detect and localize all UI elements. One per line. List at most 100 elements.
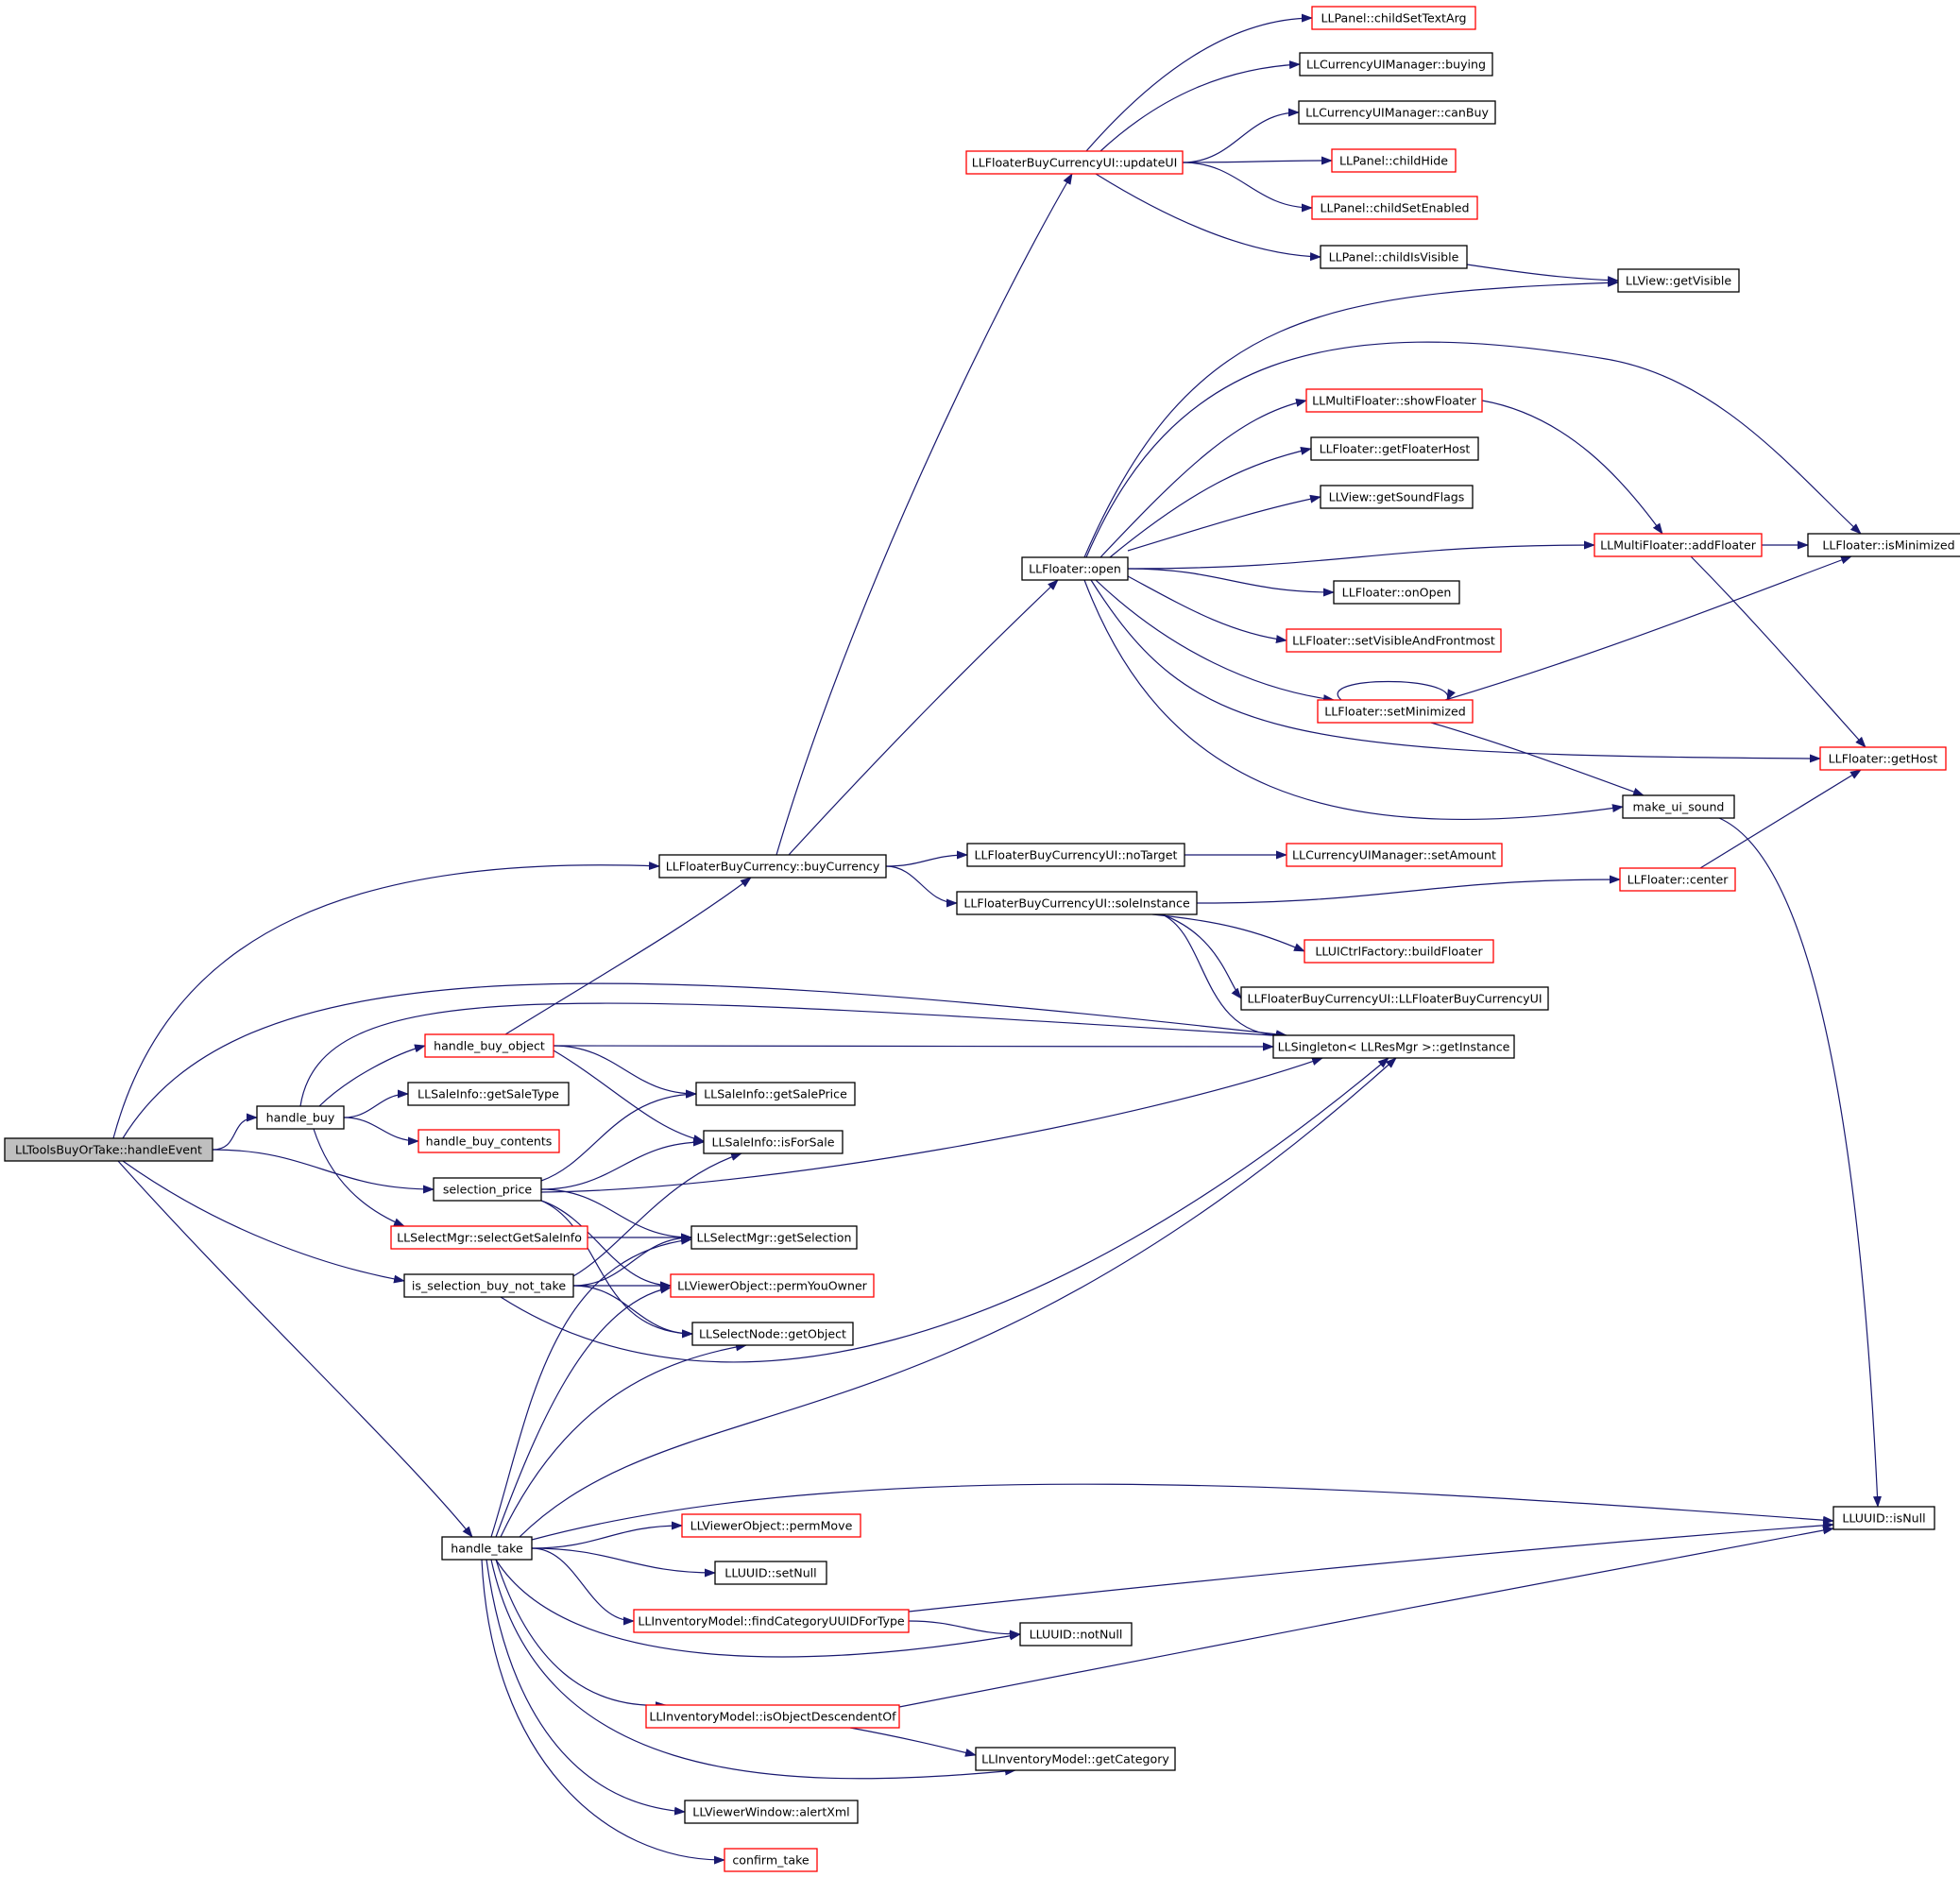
node-box[interactable] bbox=[1286, 628, 1502, 653]
node-box[interactable] bbox=[256, 1105, 345, 1130]
graph-node-childSetTextArg[interactable]: LLPanel::childSetTextArg bbox=[1311, 6, 1476, 30]
graph-node-getSaleType[interactable]: LLSaleInfo::getSaleType bbox=[407, 1082, 570, 1106]
graph-node-buildFloater[interactable]: LLUICtrlFactory::buildFloater bbox=[1304, 939, 1494, 964]
graph-node-ctor[interactable]: LLFloaterBuyCurrencyUI::LLFloaterBuyCurr… bbox=[1240, 986, 1549, 1011]
graph-node-isObjDesc[interactable]: LLInventoryModel::isObjectDescendentOf bbox=[645, 1704, 900, 1729]
node-box[interactable] bbox=[965, 150, 1184, 175]
node-box[interactable] bbox=[975, 1747, 1176, 1771]
node-box[interactable] bbox=[1619, 867, 1736, 892]
graph-node-getInstance[interactable]: LLSingleton< LLResMgr >::getInstance bbox=[1272, 1034, 1515, 1059]
node-box[interactable] bbox=[1807, 533, 1960, 557]
graph-node-getSoundFlags[interactable]: LLView::getSoundFlags bbox=[1320, 485, 1474, 509]
graph-node-setMinimized[interactable]: LLFloater::setMinimized bbox=[1317, 699, 1474, 724]
node-box[interactable] bbox=[4, 1137, 213, 1162]
node-box[interactable] bbox=[691, 1322, 854, 1346]
node-box[interactable] bbox=[424, 1033, 554, 1058]
node-box[interactable] bbox=[695, 1082, 856, 1106]
node-box[interactable] bbox=[1832, 1506, 1935, 1530]
graph-node-onOpen[interactable]: LLFloater::onOpen bbox=[1333, 580, 1460, 605]
graph-node-getHost[interactable]: LLFloater::getHost bbox=[1819, 746, 1947, 771]
graph-node-getCategory[interactable]: LLInventoryModel::getCategory bbox=[975, 1747, 1176, 1771]
graph-node-addFloater[interactable]: LLMultiFloater::addFloater bbox=[1594, 533, 1763, 557]
graph-node-noTarget[interactable]: LLFloaterBuyCurrencyUI::noTarget bbox=[966, 843, 1185, 867]
node-box[interactable] bbox=[1299, 52, 1493, 77]
graph-node-canBuy[interactable]: LLCurrencyUIManager::canBuy bbox=[1298, 100, 1496, 125]
graph-node-hbuy[interactable]: handle_buy bbox=[256, 1105, 345, 1130]
node-box[interactable] bbox=[1622, 794, 1735, 819]
node-box[interactable] bbox=[390, 1225, 588, 1250]
graph-node-getSalePrice[interactable]: LLSaleInfo::getSalePrice bbox=[695, 1082, 856, 1106]
graph-node-getObject[interactable]: LLSelectNode::getObject bbox=[691, 1322, 854, 1346]
graph-node-updateUI[interactable]: LLFloaterBuyCurrencyUI::updateUI bbox=[965, 150, 1184, 175]
node-box[interactable] bbox=[1311, 6, 1476, 30]
graph-node-setVisFront[interactable]: LLFloater::setVisibleAndFrontmost bbox=[1286, 628, 1502, 653]
node-box[interactable] bbox=[1331, 148, 1457, 173]
node-box[interactable] bbox=[670, 1273, 875, 1298]
node-box[interactable] bbox=[724, 1848, 818, 1872]
graph-node-showFloater[interactable]: LLMultiFloater::showFloater bbox=[1305, 388, 1483, 413]
graph-node-getSelection[interactable]: LLSelectMgr::getSelection bbox=[690, 1225, 858, 1250]
node-box[interactable] bbox=[681, 1513, 861, 1538]
node-box[interactable] bbox=[966, 843, 1185, 867]
node-box[interactable] bbox=[1311, 196, 1478, 220]
node-box[interactable] bbox=[1305, 388, 1483, 413]
graph-node-getVisible[interactable]: LLView::getVisible bbox=[1617, 268, 1740, 293]
graph-node-childIsVisible[interactable]: LLPanel::childIsVisible bbox=[1320, 245, 1468, 269]
graph-node-childSetEnabled[interactable]: LLPanel::childSetEnabled bbox=[1311, 196, 1478, 220]
graph-node-hbcont[interactable]: handle_buy_contents bbox=[418, 1129, 560, 1153]
node-box[interactable] bbox=[1286, 843, 1503, 867]
graph-node-isMinimized[interactable]: LLFloater::isMinimized bbox=[1807, 533, 1960, 557]
node-box[interactable] bbox=[1333, 580, 1460, 605]
graph-node-isForSale[interactable]: LLSaleInfo::isForSale bbox=[703, 1130, 844, 1154]
node-box[interactable] bbox=[441, 1536, 533, 1561]
graph-node-root[interactable]: LLToolsBuyOrTake::handleEvent bbox=[4, 1137, 213, 1162]
node-box[interactable] bbox=[403, 1273, 574, 1298]
graph-node-childHide[interactable]: LLPanel::childHide bbox=[1331, 148, 1457, 173]
node-box[interactable] bbox=[1320, 485, 1474, 509]
node-box[interactable] bbox=[1272, 1034, 1515, 1059]
graph-node-selprice[interactable]: selection_price bbox=[433, 1177, 542, 1202]
node-box[interactable] bbox=[633, 1609, 910, 1633]
graph-node-permMove[interactable]: LLViewerObject::permMove bbox=[681, 1513, 861, 1538]
node-box[interactable] bbox=[658, 854, 887, 879]
node-box[interactable] bbox=[1594, 533, 1763, 557]
graph-node-findCat[interactable]: LLInventoryModel::findCategoryUUIDForTyp… bbox=[633, 1609, 910, 1633]
node-box[interactable] bbox=[433, 1177, 542, 1202]
node-box[interactable] bbox=[407, 1082, 570, 1106]
node-box[interactable] bbox=[703, 1130, 844, 1154]
graph-node-buying[interactable]: LLCurrencyUIManager::buying bbox=[1299, 52, 1493, 77]
node-box[interactable] bbox=[1298, 100, 1496, 125]
graph-node-confirmTake[interactable]: confirm_take bbox=[724, 1848, 818, 1872]
node-box[interactable] bbox=[1317, 699, 1474, 724]
graph-node-permYouOwner[interactable]: LLViewerObject::permYouOwner bbox=[670, 1273, 875, 1298]
graph-node-buyCurrency[interactable]: LLFloaterBuyCurrency::buyCurrency bbox=[658, 854, 887, 879]
graph-node-hbobj[interactable]: handle_buy_object bbox=[424, 1033, 554, 1058]
graph-node-setNull[interactable]: LLUUID::setNull bbox=[714, 1561, 827, 1585]
node-box[interactable] bbox=[1021, 556, 1129, 581]
graph-node-isSelBuy[interactable]: is_selection_buy_not_take bbox=[403, 1273, 574, 1298]
node-box[interactable] bbox=[714, 1561, 827, 1585]
graph-node-alertXml[interactable]: LLViewerWindow::alertXml bbox=[684, 1800, 859, 1824]
node-box[interactable] bbox=[690, 1225, 858, 1250]
node-box[interactable] bbox=[956, 891, 1198, 915]
graph-node-getFloaterHost[interactable]: LLFloater::getFloaterHost bbox=[1310, 436, 1479, 461]
graph-node-setAmount[interactable]: LLCurrencyUIManager::setAmount bbox=[1286, 843, 1503, 867]
node-box[interactable] bbox=[1310, 436, 1479, 461]
node-box[interactable] bbox=[1019, 1622, 1133, 1647]
node-box[interactable] bbox=[1617, 268, 1740, 293]
graph-node-htake[interactable]: handle_take bbox=[441, 1536, 533, 1561]
graph-node-notNull[interactable]: LLUUID::notNull bbox=[1019, 1622, 1133, 1647]
node-box[interactable] bbox=[1304, 939, 1494, 964]
node-box[interactable] bbox=[684, 1800, 859, 1824]
graph-node-isNull[interactable]: LLUUID::isNull bbox=[1832, 1506, 1935, 1530]
node-box[interactable] bbox=[418, 1129, 560, 1153]
graph-node-makeUiSound[interactable]: make_ui_sound bbox=[1622, 794, 1735, 819]
graph-node-selGetSale[interactable]: LLSelectMgr::selectGetSaleInfo bbox=[390, 1225, 588, 1250]
node-box[interactable] bbox=[1320, 245, 1468, 269]
graph-node-soleInstance[interactable]: LLFloaterBuyCurrencyUI::soleInstance bbox=[956, 891, 1198, 915]
node-box[interactable] bbox=[645, 1704, 900, 1729]
graph-node-center[interactable]: LLFloater::center bbox=[1619, 867, 1736, 892]
graph-node-flOpen[interactable]: LLFloater::open bbox=[1021, 556, 1129, 581]
node-box[interactable] bbox=[1240, 986, 1549, 1011]
node-box[interactable] bbox=[1819, 746, 1947, 771]
